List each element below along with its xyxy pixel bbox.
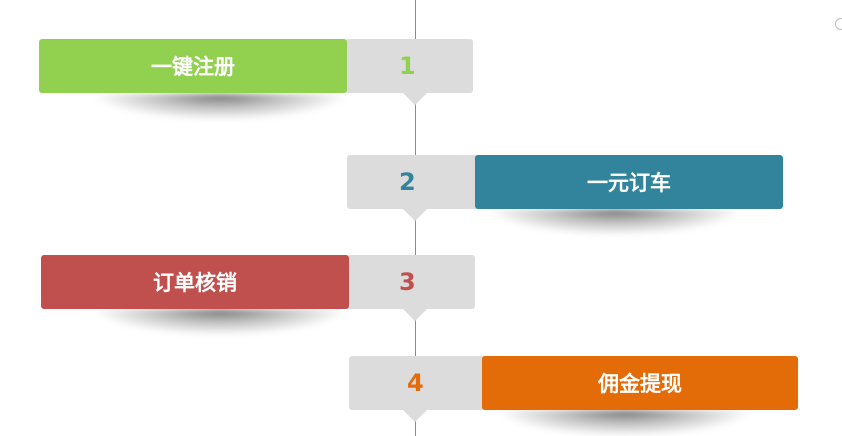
step-2-number: 2 — [347, 155, 479, 209]
step-3-number: 3 — [347, 255, 475, 309]
step-3-shadow — [95, 309, 345, 335]
step-1-pointer — [403, 93, 427, 105]
step-4-label: 佣金提现 — [482, 356, 798, 410]
step-1-shadow — [95, 94, 345, 120]
step-4-pointer — [403, 410, 427, 422]
step-3-pointer — [403, 309, 427, 321]
step-2-label: 一元订车 — [475, 155, 783, 209]
step-4-shadow — [500, 410, 750, 436]
step-1-label: 一键注册 — [39, 39, 347, 93]
step-4-number: 4 — [349, 356, 486, 410]
step-2-shadow — [490, 209, 740, 235]
step-3-label: 订单核销 — [41, 255, 349, 309]
step-2-pointer — [403, 209, 427, 221]
edge-circle-mark — [835, 18, 842, 30]
step-1-number: 1 — [345, 39, 473, 93]
